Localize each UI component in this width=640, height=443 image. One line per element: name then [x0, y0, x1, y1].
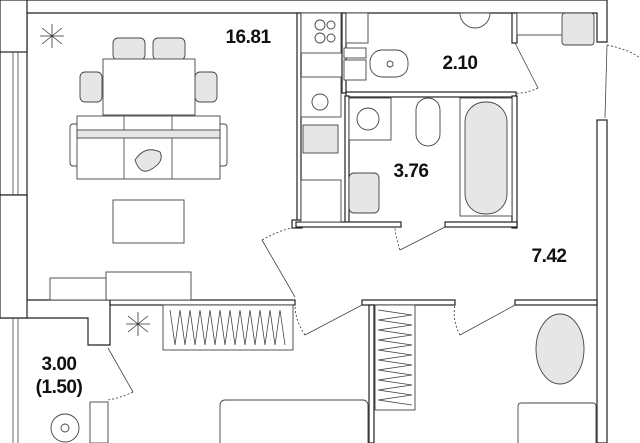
drum [60, 423, 70, 433]
rug-with-dog [535, 313, 585, 385]
sofa [69, 115, 228, 180]
windows [12, 52, 19, 443]
tv-stand-rug [112, 199, 185, 244]
room-area-balcony-reduced: (1.50) [35, 377, 83, 398]
dining-set [79, 37, 218, 116]
room-area-balcony: 3.00 [41, 354, 77, 375]
tv-cabinet [105, 271, 192, 301]
bed [219, 399, 369, 443]
dresser [49, 277, 107, 301]
cabinet [89, 401, 109, 443]
plant-icon [40, 24, 150, 336]
room-area-bathroom: 3.76 [393, 161, 429, 182]
room-area-hallway: 7.42 [531, 246, 567, 267]
desk [517, 402, 597, 443]
wardrobe [162, 304, 416, 411]
kitchen-unit [300, 12, 369, 223]
toilet-fixtures [369, 12, 595, 78]
doors [107, 42, 640, 401]
room-area-toilet: 2.10 [442, 53, 478, 74]
bathroom-fixtures [348, 97, 513, 217]
room-area-living: 16.81 [225, 27, 271, 48]
